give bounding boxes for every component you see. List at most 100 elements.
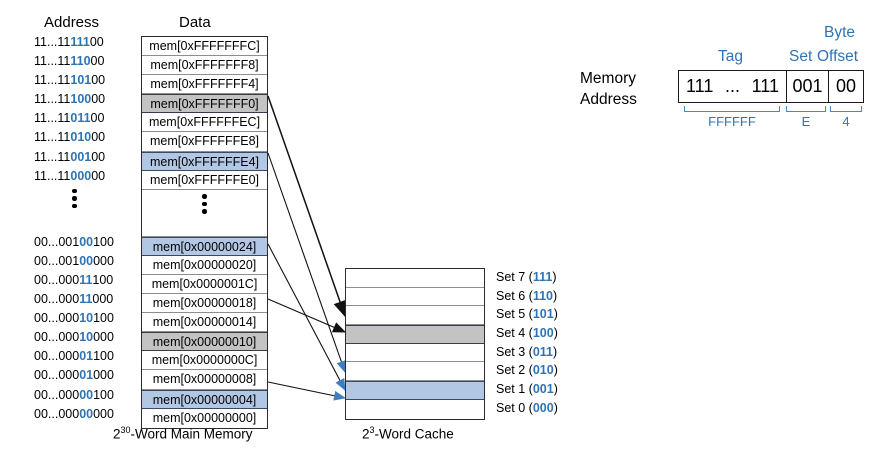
memory-row: mem[0x00000024] — [142, 236, 267, 256]
memory-row: mem[0x00000010] — [142, 332, 267, 352]
set-hex-value: E — [801, 114, 811, 129]
memory-row: mem[0xFFFFFFE8] — [142, 132, 267, 152]
address-prefix-bits: 11...11 — [34, 130, 71, 145]
address-prefix-bits: 00...000 — [34, 387, 80, 402]
memory-row: mem[0xFFFFFFF0] — [142, 94, 267, 114]
address-offset-bits: 000 — [93, 406, 114, 421]
address-label: 00...00000100 — [34, 386, 138, 405]
memory-cell-value: mem[0xFFFFFFE4] — [149, 154, 260, 169]
memory-cell-value: mem[0x00000000] — [152, 410, 257, 425]
address-offset-bits: 000 — [93, 330, 114, 345]
memory-row: mem[0x0000001C] — [142, 275, 267, 295]
address-label: 11...1111000 — [34, 52, 138, 71]
address-label: 11...1100000 — [34, 167, 138, 186]
cache-set-label: Set 7 (111) — [496, 270, 557, 284]
memory-cell-value: mem[0xFFFFFFE0] — [149, 172, 260, 187]
cache-caption: 23-Word Cache — [362, 425, 454, 442]
set-field-label: Set — [789, 48, 813, 65]
address-offset-bits: 00 — [91, 130, 106, 145]
address-offset-bits: 00 — [91, 73, 106, 88]
memory-address-label-line1: Memory — [580, 70, 636, 87]
memory-row: mem[0xFFFFFFE4] — [142, 151, 267, 171]
address-prefix-bits: 11...11 — [34, 73, 71, 88]
memory-cell-value: mem[0x0000001C] — [151, 276, 258, 291]
memory-cell-value: mem[0xFFFFFFF8] — [150, 58, 259, 73]
memory-address-label: Memory Address — [580, 68, 637, 110]
address-label: 00...00011000 — [34, 290, 138, 309]
address-prefix-bits: 11...11 — [34, 111, 71, 126]
tag-bits-left: 111 — [686, 76, 714, 96]
address-label: 11...1110000 — [34, 90, 138, 109]
address-set-bits: 00 — [79, 253, 94, 268]
set-brace — [786, 106, 826, 112]
memory-cell-value: mem[0xFFFFFFE8] — [149, 134, 260, 149]
cache-set-row — [346, 400, 484, 419]
address-set-bits: 10 — [79, 311, 94, 326]
address-set-bits: 101 — [70, 73, 92, 88]
cache-set-row — [346, 344, 484, 363]
address-offset-bits: 100 — [93, 349, 114, 364]
address-set-bits: 001 — [70, 149, 92, 164]
set-bits-field: 001 — [787, 71, 829, 102]
cache-set-label: Set 4 (100) — [496, 326, 558, 341]
cache-set-row — [346, 381, 484, 400]
address-label: 00...00001000 — [34, 366, 138, 385]
cache-set-label-column: Set 7 (111)Set 6 (110)Set 5 (101)Set 4 (… — [496, 268, 558, 418]
main-memory-table: mem[0xFFFFFFFC]mem[0xFFFFFFF8]mem[0xFFFF… — [141, 36, 268, 429]
address-offset-bits: 00 — [91, 149, 106, 164]
offset-field-label: Offset — [817, 48, 859, 65]
memory-row: mem[0xFFFFFFEC] — [142, 113, 267, 133]
address-prefix-bits: 00...000 — [34, 368, 80, 383]
address-prefix-bits: 00...000 — [34, 272, 80, 287]
cache-set-bits: 010 — [532, 363, 554, 378]
cache-set-row — [346, 269, 484, 288]
address-offset-bits: 000 — [93, 253, 114, 268]
cache-set-bits: 011 — [532, 344, 553, 359]
address-label: 00...00100100 — [34, 233, 138, 252]
memory-caption-exponent: 30 — [120, 425, 131, 435]
memory-ellipsis-row — [142, 190, 267, 237]
memory-row: mem[0xFFFFFFF4] — [142, 75, 267, 95]
memory-cell-value: mem[0x00000020] — [152, 257, 257, 272]
memory-cell-value: mem[0x00000008] — [152, 372, 257, 387]
vertical-ellipsis-icon — [72, 186, 77, 212]
address-set-bits: 000 — [70, 168, 92, 183]
address-label: 00...00010000 — [34, 328, 138, 347]
address-offset-bits: 100 — [93, 311, 114, 326]
cache-set-label: Set 1 (001) — [496, 382, 558, 397]
cache-set-name: Set 3 ( — [496, 344, 533, 359]
memory-cell-value: mem[0x00000014] — [152, 315, 257, 330]
byte-field-label: Byte — [824, 24, 856, 41]
cache-caption-base: 2 — [362, 426, 370, 442]
memory-row: mem[0x00000000] — [142, 409, 267, 428]
address-label: 00...00001100 — [34, 347, 138, 366]
address-offset-bits: 100 — [92, 272, 114, 287]
cache-set-label: Set 3 (011) — [496, 344, 558, 359]
address-set-bits: 100 — [70, 92, 92, 107]
cache-set-bits: 100 — [532, 326, 554, 341]
offset-hex-value: 4 — [842, 114, 850, 129]
vertical-ellipsis-icon — [202, 191, 207, 217]
cache-set-name: Set 5 ( — [496, 307, 533, 322]
address-prefix-bits: 00...000 — [34, 330, 80, 345]
memory-cell-value: mem[0x00000024] — [152, 239, 257, 254]
address-label: 11...1110100 — [34, 71, 138, 90]
memory-row: mem[0x00000014] — [142, 313, 267, 333]
cache-caption-exponent: 3 — [369, 425, 375, 435]
cache-set-row — [346, 306, 484, 326]
memory-row: mem[0x00000004] — [142, 389, 267, 409]
cache-set-bits: 000 — [532, 400, 554, 415]
address-offset-bits: 000 — [92, 292, 114, 307]
memory-address-label-line2: Address — [580, 91, 637, 108]
address-set-bits: 111 — [70, 35, 90, 49]
address-set-bits: 00 — [79, 387, 94, 402]
memory-cell-value: mem[0xFFFFFFF4] — [150, 77, 259, 92]
memory-caption-base: 2 — [113, 426, 121, 442]
memory-cell-value: mem[0xFFFFFFF0] — [150, 97, 259, 112]
address-set-bits: 110 — [70, 54, 91, 69]
tag-bits-dots: ... — [724, 76, 740, 96]
cache-set-name: Set 1 ( — [496, 382, 533, 397]
address-offset-bits: 000 — [93, 368, 114, 383]
address-label: 11...1111100 — [34, 33, 138, 52]
address-ellipsis — [34, 186, 138, 233]
